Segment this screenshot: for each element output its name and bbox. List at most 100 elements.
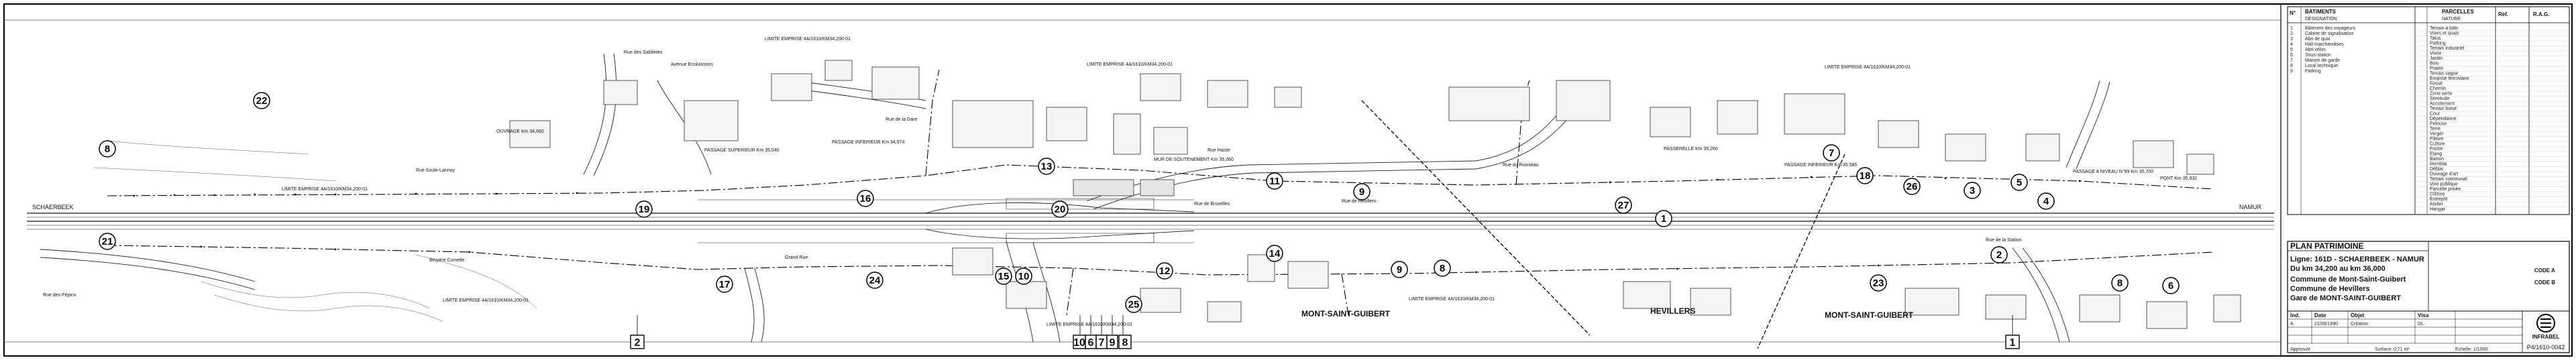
- legend-col-buildings: BATIMENTS: [2305, 9, 2337, 15]
- svg-text:13: 13: [1041, 161, 1053, 172]
- legend-parcel-nature: Accotement: [2430, 102, 2455, 107]
- legend-parcel-nature: Entrepôt: [2430, 197, 2448, 202]
- legend-parcel-nature: Voie publique: [2430, 182, 2458, 187]
- sheet-marker-6: 6: [1088, 337, 1094, 349]
- svg-text:26: 26: [1907, 181, 1918, 192]
- legend-building-num: 5: [2290, 48, 2293, 52]
- legend-parcel-nature: Terrain industriel: [2430, 46, 2465, 51]
- legend-building-name: Hall marchandises: [2305, 42, 2344, 47]
- legend-building-name: Abri vélos: [2305, 48, 2326, 52]
- svg-text:8: 8: [1440, 263, 1445, 274]
- legend-building-name: Local technique: [2305, 64, 2338, 68]
- street-label-7: Rue de Bruxelles: [1194, 202, 1230, 206]
- svg-text:18: 18: [1860, 170, 1871, 182]
- legend-parcel-nature: Parking: [2430, 42, 2446, 46]
- legend-parcel-nature: Terre: [2430, 127, 2440, 131]
- ref-1: 1: [1655, 210, 1672, 227]
- power-lines: [1361, 100, 1845, 349]
- legend-parcel-nature: Hangar: [2430, 207, 2446, 212]
- legend-parcel-nature: Terrain à bâtir: [2430, 26, 2459, 31]
- ref-5: 5: [2010, 174, 2028, 191]
- title-block: PLAN PATRIMOINE Ligne: 161D - SCHAERBEEK…: [2287, 241, 2570, 353]
- ref-12: 12: [1156, 262, 1173, 280]
- sheet-border: [3, 3, 2573, 357]
- svg-text:24: 24: [869, 275, 881, 286]
- ref-6: 6: [2162, 277, 2180, 294]
- legend-col-designation: DESIGNATION: [2305, 17, 2337, 21]
- sheet-marker-8: 8: [1122, 337, 1128, 349]
- logo-org: INFRABEL: [2532, 334, 2560, 340]
- feature-label-6: PASSAGE A NIVEAU N°99 Km 35,700: [2073, 169, 2153, 174]
- street-label-8: Rue de Hevillers: [1342, 199, 1377, 204]
- legend-parcel-nature: Voies et quais: [2430, 32, 2459, 36]
- ref-15: 15: [995, 267, 1012, 285]
- title-km-range: Du km 34,200 au km 36,000: [2290, 265, 2385, 273]
- street-label-11: Rue Haute: [1208, 148, 1230, 153]
- limit-label-1: LIMITE EMPRISE 4A/1610/KM34,200-01: [282, 187, 368, 192]
- title-heading: PLAN PATRIMOINE: [2290, 241, 2364, 251]
- svg-text:9: 9: [1397, 264, 1402, 276]
- svg-text:15: 15: [998, 271, 1010, 282]
- place-hevillers: HEVILLERS: [1650, 306, 1695, 316]
- sheet-marker-1: 1: [2010, 337, 2016, 349]
- ref-3: 3: [1964, 182, 1981, 199]
- terrain-contours: [93, 140, 537, 322]
- svg-text:2: 2: [1996, 249, 2002, 261]
- street-label-9: Rue du Ruisseau: [1503, 163, 1539, 168]
- west-end-label: SCHAERBEEK: [32, 204, 74, 211]
- svg-text:10: 10: [1018, 271, 1030, 282]
- ref-8c: 8: [2111, 274, 2129, 292]
- ref-18: 18: [1856, 167, 1874, 184]
- legend-parcel-nature: Etang: [2430, 152, 2442, 157]
- svg-text:5: 5: [2017, 177, 2022, 188]
- legend-parcel-nature: Talus: [2430, 36, 2441, 41]
- limit-label-3: LIMITE EMPRISE 4A/1610/KM34,200-01: [1087, 62, 1173, 67]
- sheet-marker-9: 9: [1110, 337, 1116, 349]
- ref-2: 2: [1990, 246, 2008, 263]
- legend-parcel-nature: Terrain vague: [2430, 72, 2459, 76]
- circled-references: 22 8 21 19 17 16 13 11 14 12 15 10 24 25…: [99, 92, 2180, 313]
- svg-text:17: 17: [719, 279, 731, 290]
- legend-parcel-nature: Ouvrage d'art: [2430, 172, 2458, 177]
- street-label-5: Bruyère Cumelle: [429, 258, 464, 263]
- rev-object: Création: [2351, 322, 2369, 326]
- title-scale: Echelle: 1/1000: [2455, 347, 2487, 352]
- legend-building-num: 6: [2290, 53, 2293, 58]
- legend-building-name: Bâtiment des voyageurs: [2305, 26, 2356, 31]
- legend-parcel-nature: Chemin: [2430, 86, 2446, 91]
- legend-parcel-nature: Atelier: [2430, 202, 2444, 207]
- legend-building-name: Maison de garde: [2305, 58, 2340, 63]
- rev-visa: DL: [2418, 322, 2424, 326]
- title-code-b: CODE B: [2534, 280, 2555, 286]
- legend-building-name: Sous-station: [2305, 53, 2331, 58]
- legend-building-num: 1: [2290, 26, 2293, 31]
- rev-header-ind: Ind.: [2290, 312, 2300, 318]
- legend-building-name: Parking: [2305, 69, 2321, 74]
- ref-14: 14: [1266, 245, 1283, 262]
- rev-date: 22/06/1990: [2314, 322, 2338, 326]
- feature-label-2: PASSAGE SUPERIEUR Km 35,040: [704, 148, 780, 153]
- legend-parcel-nature: Pâture: [2430, 137, 2444, 141]
- title-commune-1: Commune de Mont-Saint-Guibert: [2290, 276, 2406, 284]
- legend-col-num: N°: [2290, 10, 2296, 16]
- railway-tracks: [27, 198, 2274, 243]
- feature-label-8: PASSAGE INFERIEUR Km 35,585: [1784, 163, 1858, 168]
- street-label-1: Rue des Sablières: [624, 50, 663, 55]
- street-label-6: Grand Rue: [785, 255, 808, 260]
- legend-parcel-nature: Terrain communal: [2430, 177, 2467, 182]
- ref-9b: 9: [1353, 183, 1371, 200]
- legend-parcel-nature: Clôture: [2430, 192, 2445, 197]
- ref-9a: 9: [1391, 261, 1408, 278]
- limit-label-2: LIMITE EMPRISE 4A/1610/KM34,200-01: [765, 37, 851, 42]
- infrabel-logo: INFRABEL: [2532, 314, 2560, 340]
- ref-4: 4: [2037, 192, 2055, 210]
- legend-parcel-nature: Pelouse: [2430, 122, 2447, 127]
- legend-building-num: 2: [2290, 32, 2293, 36]
- legend-parcel-nature: Déblai: [2430, 167, 2443, 172]
- svg-text:22: 22: [256, 95, 268, 107]
- svg-text:23: 23: [1873, 278, 1884, 289]
- legend-parcel-nature: Parcelle privée: [2430, 187, 2461, 192]
- legend-parcel-nature: Terrain boisé: [2430, 107, 2457, 111]
